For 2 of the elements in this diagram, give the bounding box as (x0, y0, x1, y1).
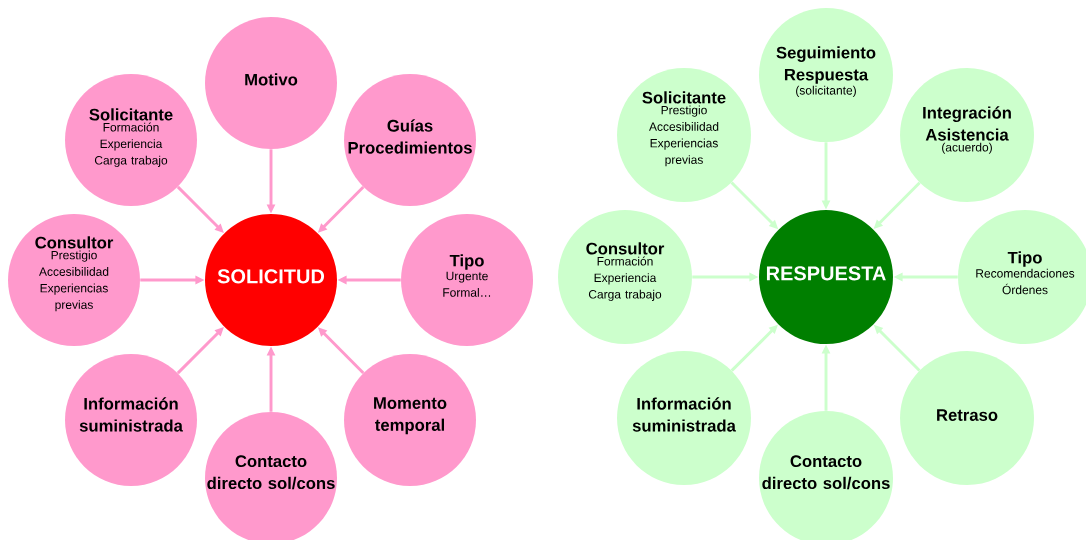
arrow (176, 185, 224, 233)
arrow (176, 327, 224, 375)
